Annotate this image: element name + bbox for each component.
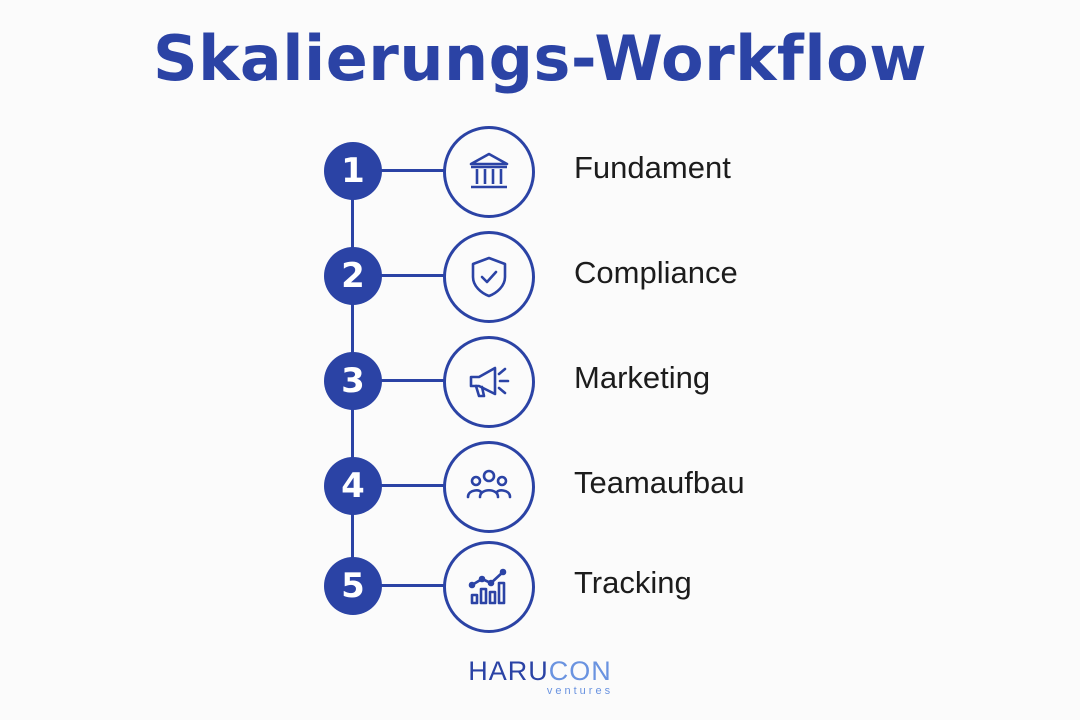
horizontal-connector	[380, 584, 446, 587]
step-label: Marketing	[574, 360, 711, 395]
harucon-logo: HARUCON ventures	[0, 658, 1080, 698]
step-number-badge: 1	[324, 142, 382, 200]
step-2: 2 Compliance	[0, 231, 1080, 323]
step-label: Compliance	[574, 255, 738, 290]
step-label: Teamaufbau	[574, 465, 745, 500]
horizontal-connector	[380, 379, 446, 382]
bank-icon	[443, 126, 535, 218]
step-number-badge: 3	[324, 352, 382, 410]
logo-main-a: HARU	[468, 656, 549, 686]
megaphone-icon	[443, 336, 535, 428]
horizontal-connector	[380, 484, 446, 487]
horizontal-connector	[380, 274, 446, 277]
logo-subtitle: ventures	[546, 685, 614, 697]
step-label: Fundament	[574, 150, 731, 185]
step-3: 3 Marketing	[0, 336, 1080, 428]
horizontal-connector	[380, 169, 446, 172]
step-number-badge: 4	[324, 457, 382, 515]
chart-growth-icon	[443, 541, 535, 633]
logo-wordmark: HARUCON	[0, 658, 1080, 685]
logo-main-b: CON	[548, 656, 612, 686]
shield-check-icon	[443, 231, 535, 323]
step-label: Tracking	[574, 565, 692, 600]
step-1: 1 Fundament	[0, 126, 1080, 218]
step-number-badge: 5	[324, 557, 382, 615]
step-number-badge: 2	[324, 247, 382, 305]
page-title: Skalierungs-Workflow	[152, 22, 928, 95]
step-4: 4 Teamaufbau	[0, 441, 1080, 533]
team-icon	[443, 441, 535, 533]
step-5: 5 Tracking	[0, 541, 1080, 633]
